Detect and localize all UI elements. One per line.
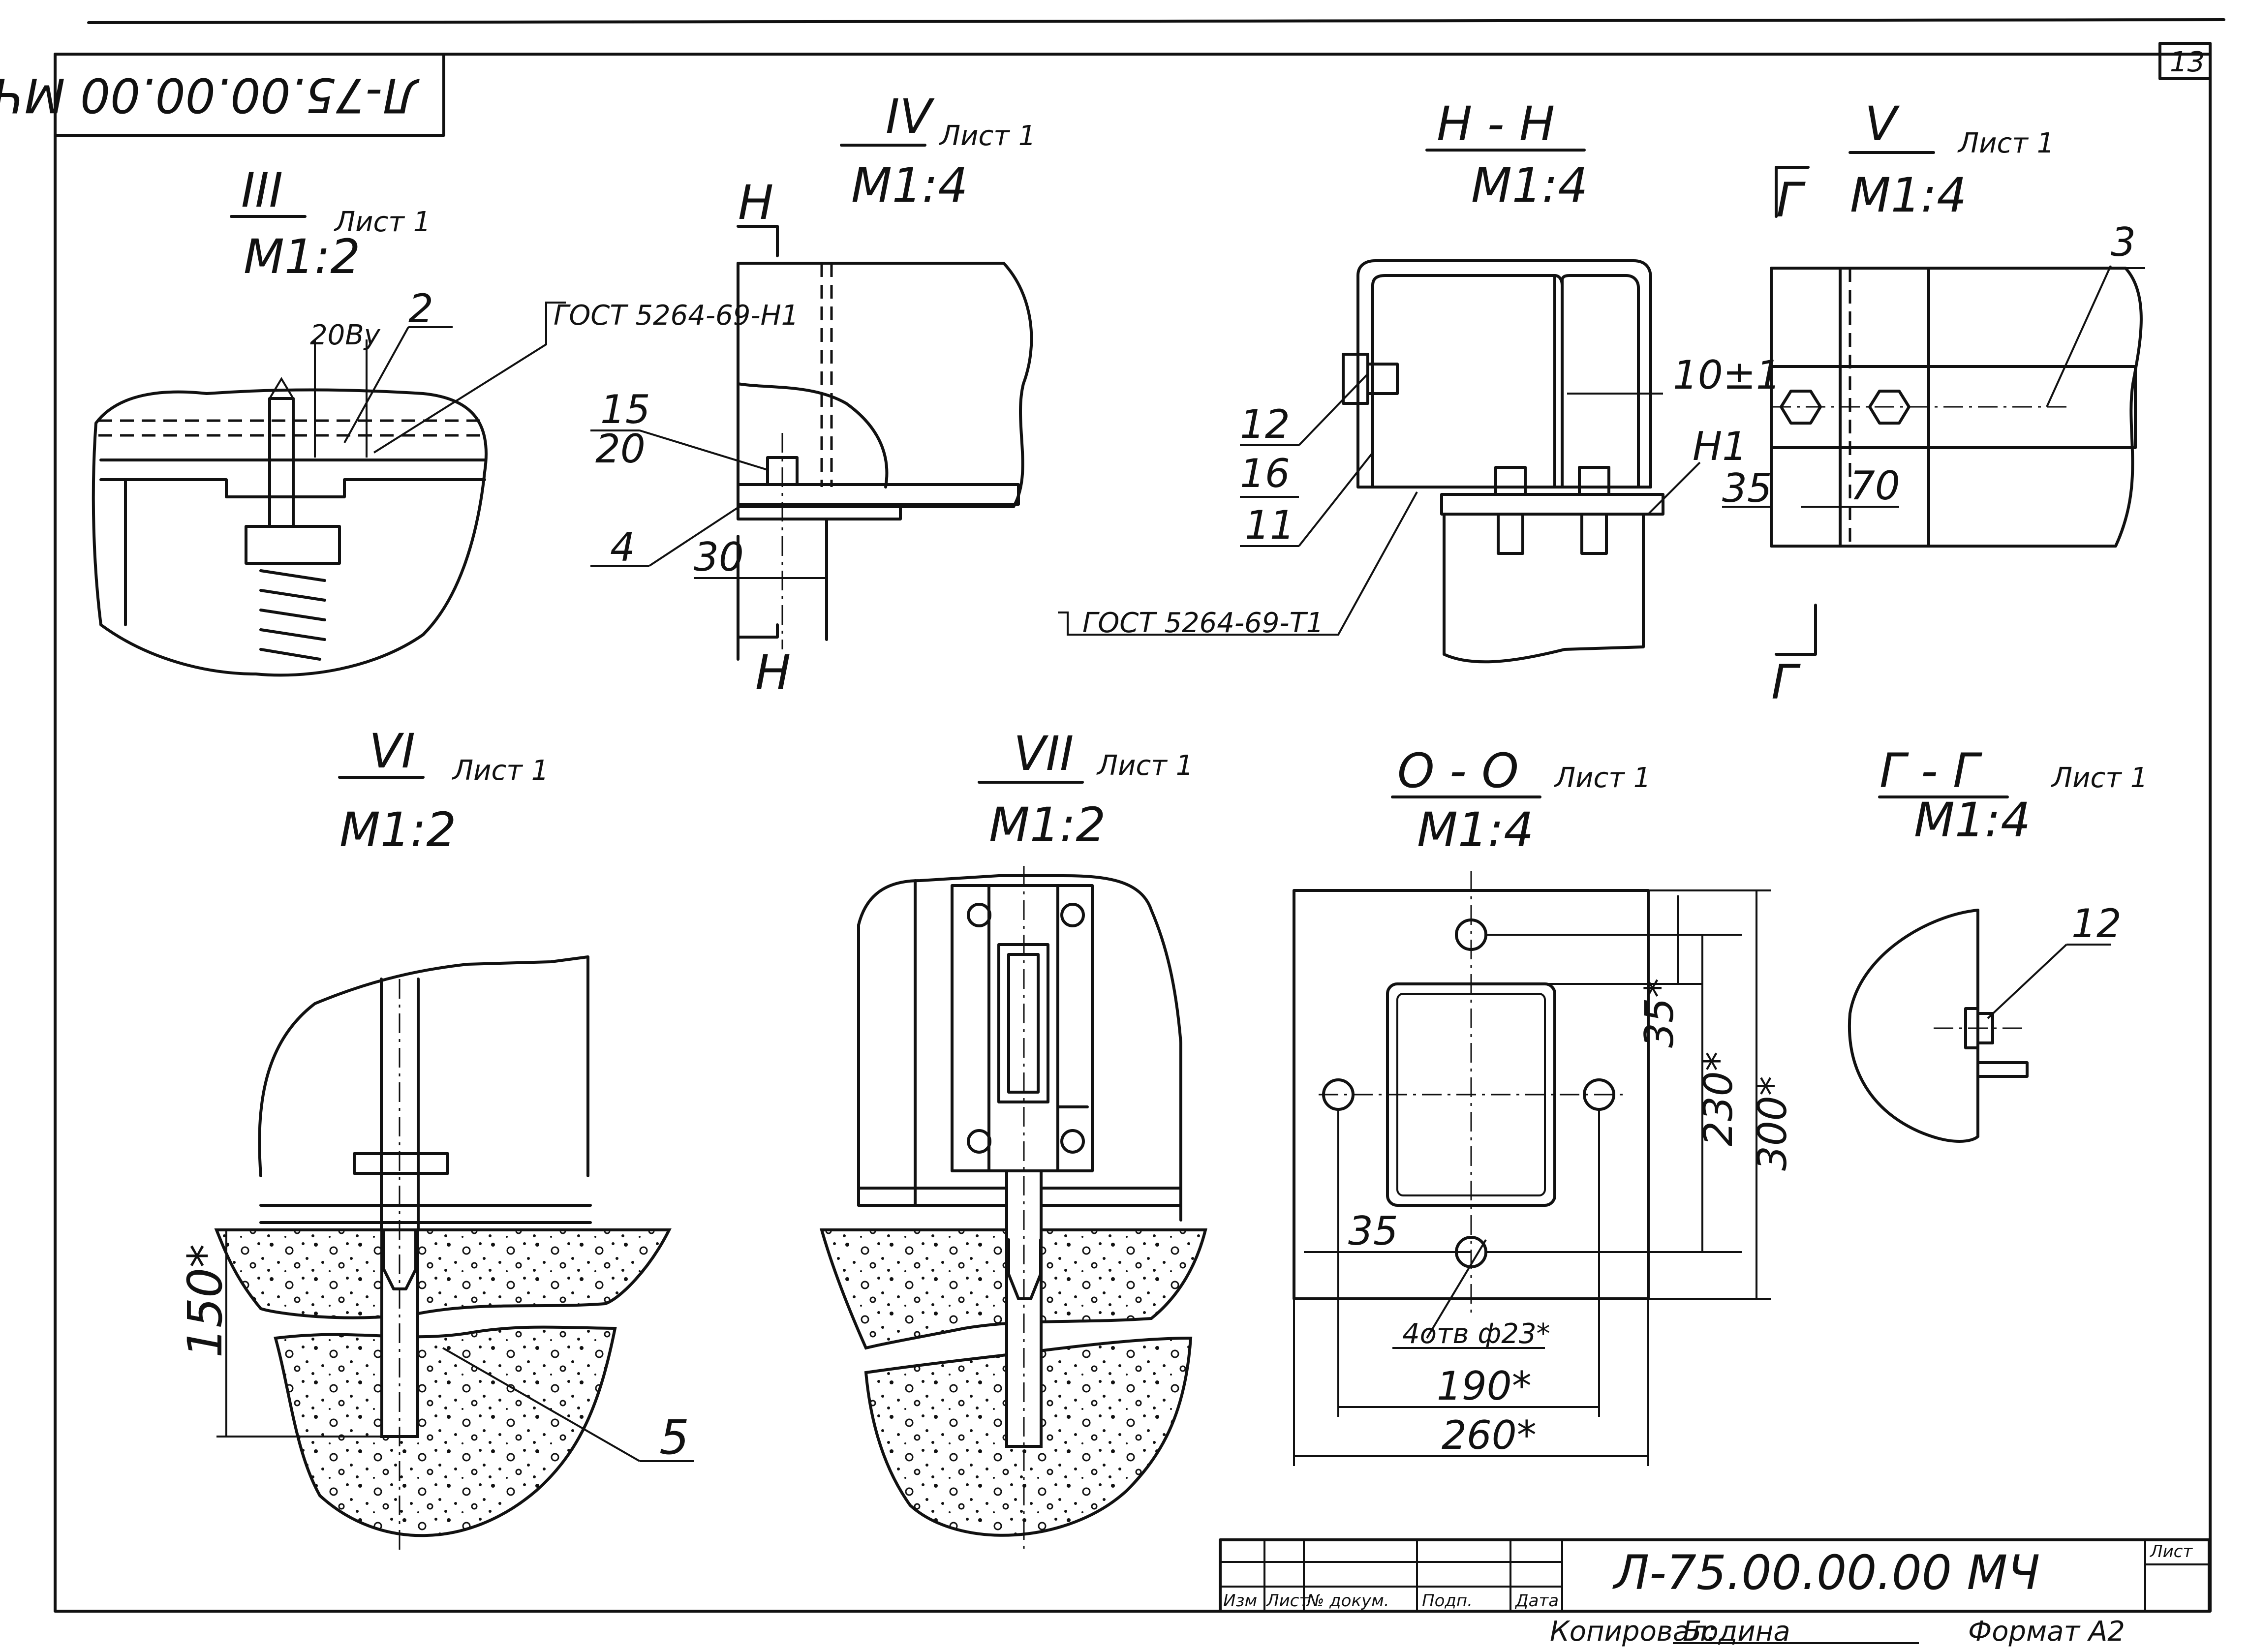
view-vi-callout: 5 <box>659 1410 689 1465</box>
view-v-label: V <box>1865 96 1900 152</box>
view-v-scale: М1:4 <box>1850 168 1967 223</box>
view-vi-scale: М1:2 <box>339 802 456 857</box>
section-hh-post <box>1443 513 1645 664</box>
view-iv-label: IV <box>886 89 935 144</box>
view-vii: VII Лист 1 М1:2 <box>820 726 1207 1555</box>
section-oo-dim-35s: 35* <box>1636 978 1682 1048</box>
section-gg-scale: М1:4 <box>1914 793 2031 848</box>
view-v-sheet: Лист 1 <box>1957 127 2054 159</box>
format-label: Формат А2 <box>1968 1616 2125 1648</box>
view-vi-label: VI <box>369 724 415 779</box>
view-iii-dim: 20Ву <box>310 319 381 351</box>
view-vii-upper <box>857 874 1182 1207</box>
view-vii-plate <box>951 884 1094 1172</box>
view-iv-outline <box>737 262 1033 508</box>
view-vi-concrete-top <box>214 1228 672 1319</box>
page-number: 13 <box>2170 46 2205 78</box>
title-block-code: Л-75.00.00.00 МЧ <box>1612 1545 2040 1600</box>
section-oo-dim-35: 35 <box>1348 1208 1398 1254</box>
section-oo-dim-190: 190* <box>1437 1363 1532 1409</box>
view-vi: VI Лист 1 М1:2 150* 5 <box>178 724 694 1550</box>
section-hh: Н - Н М1:4 Н1 10±1 12 16 11 ГОСТ 5264-69… <box>1058 96 1781 664</box>
view-iii-sheet: Лист 1 <box>334 206 431 238</box>
view-v-outline <box>1770 267 2143 548</box>
view-v-nut-right <box>1868 390 1910 425</box>
view-v: V Лист 1 М1:4 Г 3 35 70 Г <box>1722 96 2145 710</box>
title-col-doc: № докум. <box>1306 1591 1389 1611</box>
section-hh-callout-12: 12 <box>1240 401 1290 447</box>
section-oo-dim-300: 300* <box>1750 1076 1795 1171</box>
section-gg-sheet: Лист 1 <box>2051 762 2148 794</box>
section-hh-box <box>1356 259 1652 489</box>
view-iv: IV Лист 1 М1:4 Н 15 20 4 30 Н <box>590 89 1036 700</box>
view-v-callout: 3 <box>2111 219 2136 265</box>
sheet-frame <box>54 53 2212 1613</box>
title-block-sheet-label: Лист <box>2149 1542 2193 1561</box>
view-iv-scale: М1:4 <box>851 158 968 213</box>
view-iv-callout-4: 4 <box>610 524 635 570</box>
view-iii-outline <box>92 388 488 677</box>
view-iv-callout-20: 20 <box>595 426 646 472</box>
view-vi-dim: 150* <box>178 1244 233 1358</box>
view-v-dim-35: 35 <box>1722 465 1772 511</box>
section-gg-callout: 12 <box>2071 901 2122 947</box>
section-oo-label: О - О <box>1397 743 1519 798</box>
section-oo-sheet: Лист 1 <box>1554 762 1651 794</box>
view-iv-sheet: Лист 1 <box>939 120 1036 152</box>
view-v-dim-70: 70 <box>1850 463 1900 509</box>
section-hh-scale: М1:4 <box>1471 158 1588 213</box>
page-number-box <box>2158 42 2212 80</box>
mirrored-code: Л-75.00.00.00 МЧ <box>0 67 420 122</box>
section-gg: Г - Г Лист 1 М1:4 12 <box>1848 743 2148 1143</box>
section-oo-dim-230: 230* <box>1695 1051 1741 1146</box>
view-vii-sheet: Лист 1 <box>1096 750 1193 782</box>
section-gg-outline <box>1848 909 1979 1143</box>
top-trim-line <box>87 18 2225 24</box>
view-vii-scale: М1:2 <box>989 797 1106 853</box>
view-iii-label: III <box>241 163 283 218</box>
section-hh-callout-16: 16 <box>1240 451 1290 496</box>
view-vi-concrete-bottom <box>274 1325 617 1537</box>
section-oo-dim-260: 260* <box>1442 1412 1537 1458</box>
view-iii-weld: ГОСТ 5264-69-Н1 <box>554 300 799 332</box>
section-hh-weld-ref: ГОСТ 5264-69-Т1 <box>1082 607 1324 639</box>
view-vii-label: VII <box>1014 726 1074 781</box>
view-vi-sheet: Лист 1 <box>452 755 549 787</box>
section-oo-holes: 4отв ф23* <box>1402 1318 1550 1350</box>
section-oo: О - О Лист 1 М1:4 35* 230* 300* 35 4отв … <box>1293 743 1795 1466</box>
view-iii-callout: 2 <box>408 286 433 332</box>
view-iii: III Лист 1 М1:2 20Ву 2 ГОСТ 5264-69-Н1 <box>92 163 799 677</box>
section-oo-scale: М1:4 <box>1417 802 1534 857</box>
title-col-sign: Подп. <box>1422 1591 1473 1611</box>
title-col-list: Лист <box>1265 1591 1309 1611</box>
title-block: Изм Лист № докум. Подп. Дата Л-75.00.00.… <box>1219 1538 2211 1648</box>
view-v-section-bottom: Г <box>1771 655 1801 710</box>
section-gg-label: Г - Г <box>1879 743 1982 798</box>
mirrored-code-box <box>54 53 445 137</box>
view-iv-dim: 30 <box>694 534 744 580</box>
view-vi-upper <box>258 955 589 1177</box>
view-iv-section-bottom: Н <box>755 645 791 700</box>
view-iii-scale: М1:2 <box>244 229 360 284</box>
view-v-nut-left <box>1780 390 1822 425</box>
section-hh-weld: Н1 <box>1693 424 1747 469</box>
section-hh-label: Н - Н <box>1437 96 1555 152</box>
view-v-section-top: Г <box>1776 173 1806 228</box>
view-iv-section-top: Н <box>738 175 773 230</box>
view-iv-callout-15: 15 <box>600 387 650 432</box>
section-hh-callout-11: 11 <box>1245 502 1295 548</box>
title-col-date: Дата <box>1514 1591 1559 1611</box>
section-hh-dim: 10±1 <box>1673 352 1781 398</box>
title-col-izm: Изм <box>1223 1591 1257 1611</box>
